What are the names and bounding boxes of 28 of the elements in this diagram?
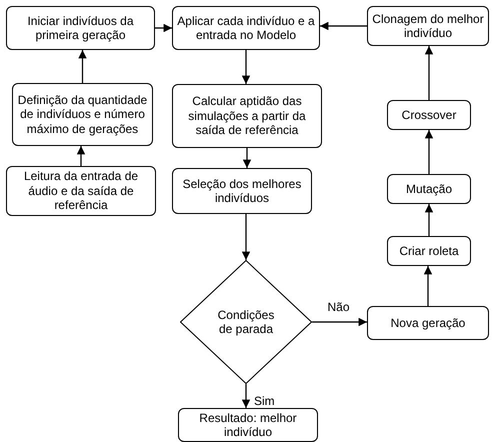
process-box: Criar roleta (387, 236, 471, 266)
process-box: Calcular aptidão das simulações a partir da saída de referência (172, 84, 322, 148)
arrow (242, 384, 250, 408)
process-box: Clonagem do melhor indivíduo (367, 6, 489, 46)
process-box: Resultado: melhor indivíduo (178, 408, 318, 442)
process-box: Aplicar cada indivíduo e a entrada no Modelo (172, 6, 320, 50)
arrow (312, 318, 367, 326)
process-box: Crossover (387, 100, 471, 130)
arrow (78, 50, 87, 83)
process-box: Mutação (387, 174, 471, 204)
arrow (242, 148, 252, 168)
arrow (424, 266, 432, 306)
arrow (155, 24, 172, 32)
process-box: Nova geração (367, 306, 489, 340)
arrow (242, 214, 250, 260)
edge-label: Não (326, 300, 352, 314)
process-box: Iniciar indivíduos da primeira geração (6, 6, 155, 50)
process-box: Seleção dos melhores indivíduos (172, 168, 312, 214)
arrow (424, 130, 434, 174)
arrow (242, 50, 250, 84)
node-text: Condições de parada (216, 308, 276, 336)
arrow (320, 22, 367, 30)
arrow (424, 46, 434, 100)
edge-label: Sim (252, 394, 277, 408)
arrow (76, 146, 86, 166)
arrow (424, 204, 434, 236)
process-box: Definição da quantidade de indivíduos e número máximo de gerações (12, 83, 153, 146)
process-box: Leitura da entrada de áudio e da saída de referência (6, 166, 156, 216)
